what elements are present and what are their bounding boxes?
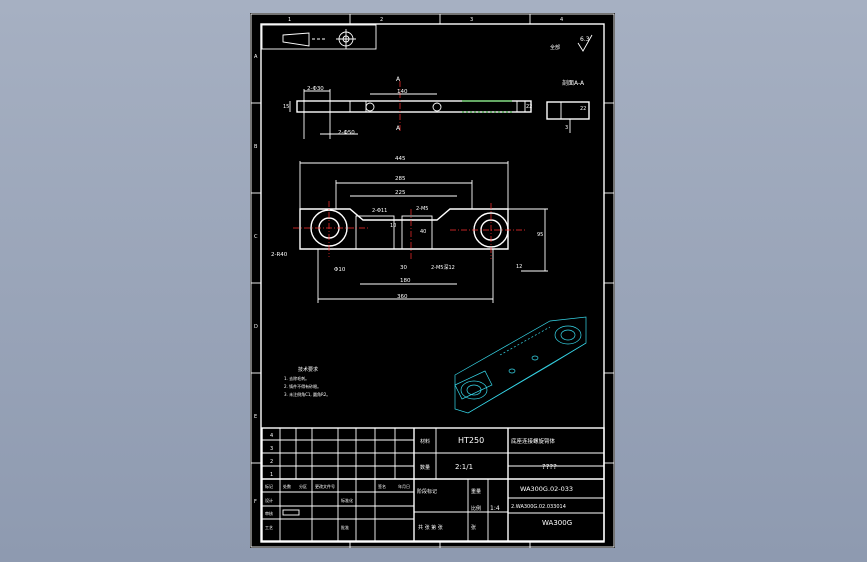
ratio-label: 比例 xyxy=(471,505,481,512)
dim-top-bottom: 2-Φ50 xyxy=(338,130,355,136)
zone-letter-e: E xyxy=(254,414,257,420)
zone-letter-c: C xyxy=(254,234,258,240)
dim-sec-h: 3 xyxy=(565,125,568,131)
dim-12: 12 xyxy=(516,264,522,270)
notes-title: 技术要求 xyxy=(298,366,318,373)
dim-phi10: Φ10 xyxy=(334,267,346,273)
header-cell-4: 更改文件号 xyxy=(315,483,335,489)
header-cell-1: 标记 xyxy=(265,483,273,489)
roughness-value: 6.3 xyxy=(580,36,590,43)
stage-label: 阶段标记 xyxy=(417,488,437,495)
dim-r40: 2-R40 xyxy=(271,252,288,258)
dim-m-bottom: 2-M5深12 xyxy=(431,264,455,271)
note-line-3: 3. 未注倒角C1, 圆角R2。 xyxy=(284,391,330,397)
section-title: 剖面A-A xyxy=(562,79,585,87)
zone-ticks xyxy=(251,14,614,548)
unknown-value: ???? xyxy=(542,463,557,471)
header-cell-6: 年月日 xyxy=(398,483,410,489)
zone-number-4: 4 xyxy=(560,17,563,23)
zone-letter-a: A xyxy=(254,54,258,60)
projection-symbol xyxy=(261,24,377,50)
sheets-unit: 张 xyxy=(471,524,476,531)
dim-360: 360 xyxy=(397,294,408,300)
dim-30: 30 xyxy=(400,265,407,271)
zone-number-3: 3 xyxy=(470,17,473,23)
dim-10: 10 xyxy=(390,223,396,229)
section-label-bottom: A xyxy=(396,125,401,132)
top-view xyxy=(289,81,532,139)
sub-drawing-number: 2.WA300G.02.033014 xyxy=(511,504,566,510)
dim-holes-m: 2-M5 xyxy=(416,206,428,212)
dim-top-holes: 2-Φ30 xyxy=(307,86,324,92)
dim-top-h: 15 xyxy=(283,104,289,110)
dim-top-right: 22 xyxy=(526,104,532,110)
header-cell-2: 处数 xyxy=(283,483,291,489)
dim-180: 180 xyxy=(400,278,411,284)
header-cell-3: 分区 xyxy=(299,483,307,489)
section-label-top: A xyxy=(396,76,401,83)
header-cell-5: 签名 xyxy=(378,483,386,489)
part-name: 底座连接螺旋臂体 xyxy=(511,437,556,445)
sign-row-3: 工艺 xyxy=(265,525,273,530)
sign-row-1: 设计 xyxy=(265,497,273,503)
dim-225: 225 xyxy=(395,190,406,196)
dim-sec-w: 22 xyxy=(580,106,586,112)
dim-40: 40 xyxy=(420,229,426,235)
drawing-sheet: 1 2 3 4 A B C D E F 6.3 全部 2-Φ30 140 2-Φ… xyxy=(250,13,615,548)
sheets-label: 共 张 第 张 xyxy=(418,524,443,531)
isometric-view xyxy=(454,316,587,414)
front-view xyxy=(293,161,548,303)
weight-label: 重量 xyxy=(471,488,481,495)
dim-285: 285 xyxy=(395,176,406,182)
rev-number-3: 3 xyxy=(270,446,273,452)
rev-number-1: 1 xyxy=(270,472,273,478)
note-line-1: 1. 去除毛刺。 xyxy=(284,375,309,381)
rev-number-4: 4 xyxy=(270,433,273,439)
sign-row-2: 审核 xyxy=(265,510,273,516)
sign-right-1: 标准化 xyxy=(341,497,353,503)
rev-number-2: 2 xyxy=(270,459,273,465)
roughness-symbol xyxy=(577,34,593,52)
zone-letter-b: B xyxy=(254,144,258,150)
dim-top-len: 140 xyxy=(397,89,408,95)
zone-letter-f: F xyxy=(254,499,257,505)
note-line-2: 2. 铸件不得有砂眼。 xyxy=(284,383,321,389)
sign-right-3: 批准 xyxy=(341,524,349,530)
title-block xyxy=(261,427,605,542)
section-view xyxy=(546,101,590,133)
scale-value: 2:1/1 xyxy=(455,463,473,471)
drawing-number: WA300G.02-033 xyxy=(520,485,573,493)
dim-overall: 445 xyxy=(395,156,406,162)
scale-label: 数量 xyxy=(420,464,430,471)
zone-number-2: 2 xyxy=(380,17,383,23)
product-code: WA300G xyxy=(542,519,572,527)
material-value: HT250 xyxy=(458,436,484,445)
material-label: 材料 xyxy=(420,438,430,445)
ratio-value: 1:4 xyxy=(490,505,500,512)
dim-95: 95 xyxy=(537,232,543,238)
dim-holes-11: 2-Φ11 xyxy=(372,208,387,214)
zone-number-1: 1 xyxy=(288,17,291,23)
cad-drawing: 1 2 3 4 A B C D E F 6.3 全部 2-Φ30 140 2-Φ… xyxy=(250,13,615,548)
zone-letter-d: D xyxy=(254,324,258,330)
outer-border xyxy=(250,13,615,548)
roughness-note: 全部 xyxy=(550,44,560,51)
